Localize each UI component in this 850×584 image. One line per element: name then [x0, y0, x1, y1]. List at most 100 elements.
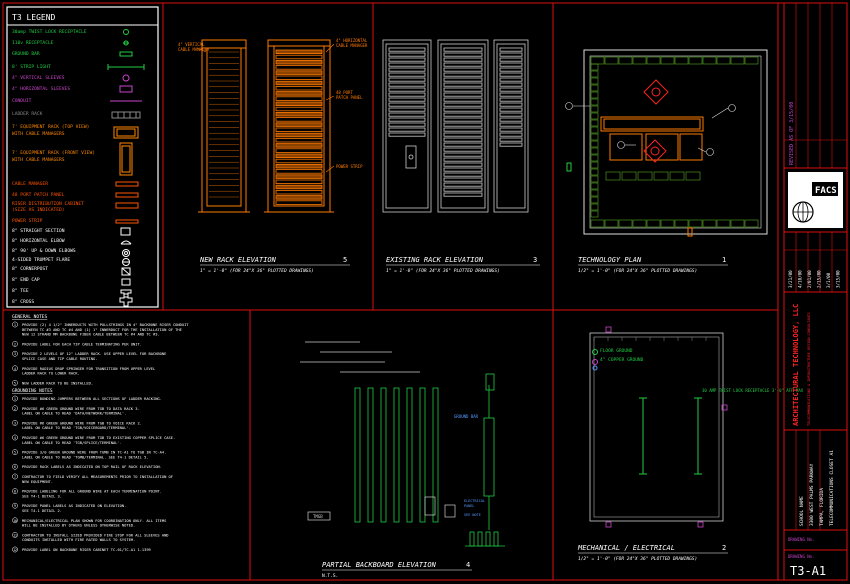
note-bullet [12, 532, 18, 538]
sheet-label: DRAWING No. [788, 554, 815, 559]
wall-tile [744, 219, 759, 228]
patch-panel [275, 112, 323, 117]
firm-name: ARCHITECTURAL TECHNOLOGY, LLC [792, 304, 800, 426]
note-line: CONTRACTOR TO FIELD VERIFY ALL MEASUREME… [22, 475, 173, 479]
existing-panel [443, 87, 483, 92]
existing-rack-title: EXISTING RACK ELEVATION [386, 256, 484, 264]
legend-item-label: 110v RECEPTACLE [12, 40, 54, 46]
backboard-slat [354, 387, 361, 523]
note-line: PROVIDE 2 LEVELS OF 12" LADDER RACK. USE… [22, 352, 166, 356]
patch-panel [275, 143, 323, 148]
note-number: 2 [14, 342, 16, 346]
existing-panel [499, 117, 523, 122]
patch-panel [275, 148, 323, 153]
existing-panel [499, 122, 523, 127]
backboard-slat [380, 387, 387, 523]
note-bullet [12, 405, 18, 412]
note-line: BETWEEN TC #3 AND TC #4 AND (1) 1" INNER… [22, 328, 182, 332]
note-number: 10 [13, 519, 17, 523]
legend-item-label: 8" 90' UP & DOWN ELBOWS [12, 248, 76, 254]
backboard-number: 4 [466, 561, 470, 569]
note-line: PROVIDE LABEL ON BACKBONE RISER CABINET … [22, 548, 151, 552]
patch-panel [275, 169, 323, 174]
new-rack-elevation: 4" VERTICAL CABLE MANAGER 4" HORIZONTAL … [178, 38, 368, 213]
existing-panel [388, 102, 426, 107]
svg-text:PANEL: PANEL [464, 504, 475, 508]
backboard-slat [419, 387, 426, 523]
note-bullet [12, 463, 18, 470]
existing-panel [499, 137, 523, 142]
note-line: SEE T4-1 DETAIL 2. [22, 509, 62, 513]
wall-tile [590, 112, 599, 120]
patch-panel [275, 189, 323, 195]
existing-panel [388, 87, 426, 92]
legend-title: T3 LEGEND [12, 13, 56, 22]
existing-panel [499, 97, 523, 102]
existing-panel [499, 57, 523, 62]
legend-item-label: 8" CORNERPOST [12, 266, 48, 272]
wall-tile [688, 219, 703, 228]
note-bullet [12, 365, 18, 372]
note-line: NEW LADDER RACK TO BE INSTALLED. [22, 381, 93, 385]
wall-tile [590, 161, 599, 169]
wall-tile [590, 119, 599, 127]
note-number: 1 [14, 323, 16, 327]
legend-item-label: 8" CROSS [12, 299, 34, 305]
note-line: PROVIDE PANEL LABELS AS INDICATED ON ELE… [22, 504, 126, 508]
sheet-description: TELECOMMUNICATIONS CLOSET A1 [829, 450, 835, 526]
patch-panel [275, 158, 323, 164]
existing-panel [499, 82, 523, 87]
legend-item-label: 7' EQUIPMENT RACK (FRONT VIEW) [12, 150, 95, 156]
patch-panel [275, 54, 323, 60]
svg-text:SEE NOTE: SEE NOTE [464, 513, 481, 517]
existing-panel [388, 52, 426, 57]
existing-panel [443, 132, 483, 137]
patch-panel [275, 122, 323, 127]
note-line: PROVIDE #6 GREEN GROUND WIRE FROM TGB TO… [22, 407, 140, 411]
general-notes-title: GENERAL NOTES [12, 314, 48, 320]
revision-date: 2/01/00 [807, 270, 812, 288]
wall-tile [590, 219, 605, 228]
patch-panel [275, 163, 323, 169]
wall-tile [590, 77, 599, 85]
note-number: 11 [13, 533, 17, 537]
note-number: 5 [14, 451, 16, 455]
existing-panel [443, 72, 483, 77]
wall-tile [590, 168, 599, 176]
existing-panel [443, 167, 483, 172]
technology-plan-number: 1 [722, 256, 726, 264]
wall-tile [590, 147, 599, 155]
note-number: 2 [14, 407, 16, 411]
sheet-label-upper: DRAWING No. [788, 537, 815, 542]
existing-panel [499, 72, 523, 77]
note-line: PROVIDE #6 GREEN GROUND WIRE FROM TGB TO… [22, 421, 142, 425]
existing-panel [443, 182, 483, 187]
existing-panel [443, 187, 483, 192]
legend-item-label: CONDUIT [12, 98, 32, 104]
svg-text:ELECTRICAL: ELECTRICAL [464, 499, 485, 503]
note-line: LADDER RACK TO LOWER RACK. [22, 372, 80, 376]
note-number: 12 [13, 548, 17, 552]
patch-panel [275, 101, 323, 106]
legend-panel: T3 LEGEND 30amp TWIST LOCK RECEPTACLE110… [6, 6, 159, 308]
svg-text:4" HORIZONTAL: 4" HORIZONTAL [336, 38, 368, 43]
patch-panel [275, 49, 323, 54]
mech-elec-title: MECHANICAL / ELECTRICAL [577, 544, 675, 552]
wall-tile [590, 133, 599, 141]
grounding-notes-title: GROUNDING NOTES [12, 388, 53, 394]
note-bullet [12, 321, 18, 328]
wall-tile [702, 219, 717, 228]
note-line: NEW EQUIPMENT. [22, 480, 53, 484]
note-line: LABEL ON CABLE TO READ 'TGMB/TERMINAL. S… [22, 455, 149, 459]
note-bullet [12, 341, 18, 347]
wall-tile [590, 189, 599, 197]
legend-item-label: 8' STRIP LIGHT [12, 64, 51, 70]
wall-tile [590, 70, 599, 78]
note-line: PROVIDE 3/0 GREEN GROUND WIRE FROM TGMB … [22, 451, 166, 455]
existing-panel [388, 77, 426, 82]
note-number: 3 [14, 421, 16, 425]
note-number: 8 [14, 490, 16, 494]
